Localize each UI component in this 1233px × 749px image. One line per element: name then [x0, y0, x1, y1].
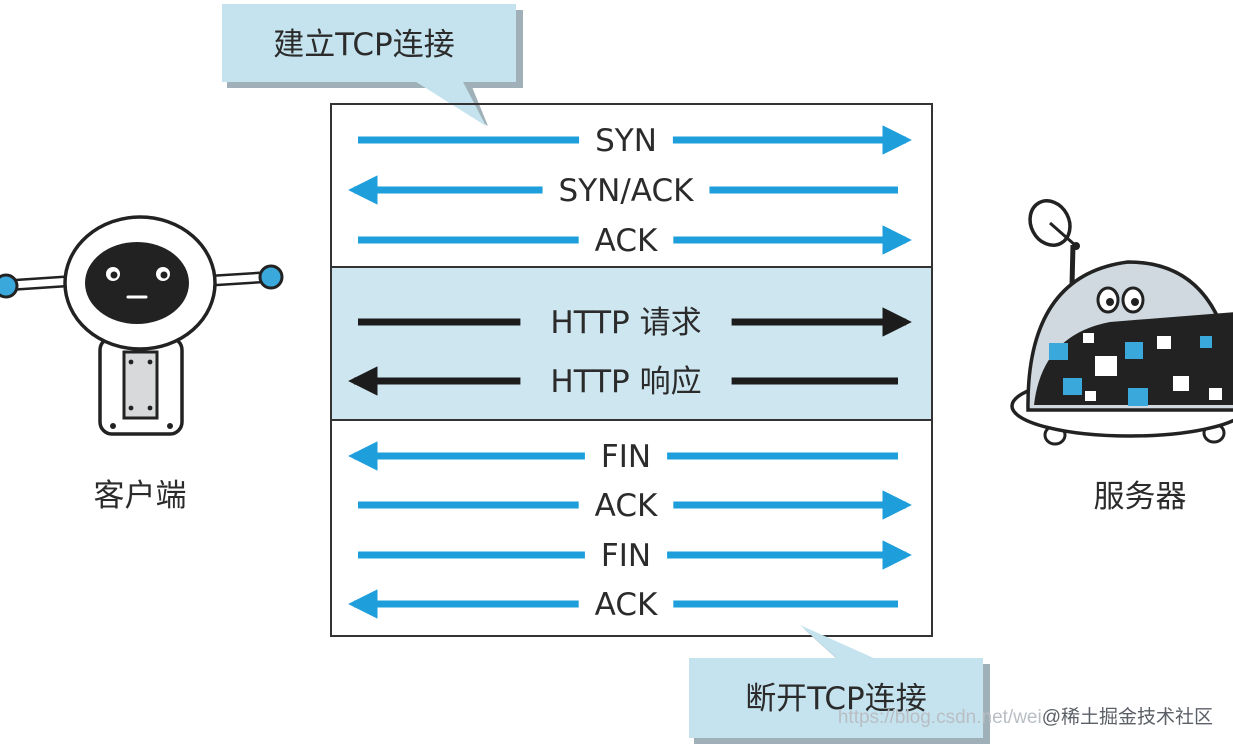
watermark: https://blog.csdn.net/wei@稀土掘金技术社区 [838, 702, 1213, 729]
message-arrows: SYN SYN/ACK ACK HTTP 请求 HTTP 响应 FIN ACK FIN ACK [348, 123, 912, 623]
client-label: 客户端 [94, 478, 187, 514]
server-robot-illustration [1010, 199, 1233, 446]
teardown-message-4: ACK [348, 587, 898, 623]
teardown-callout-text: 断开TCP连接 [745, 681, 926, 717]
teardown-message-label: ACK [595, 587, 658, 623]
teardown-message-label: FIN [601, 439, 651, 475]
handshake-message-label: ACK [595, 223, 658, 259]
teardown-message-label: FIN [601, 538, 651, 574]
teardown-callout: 断开TCP连接 [689, 625, 990, 744]
client-robot-illustration [0, 215, 284, 436]
teardown-message-label: ACK [595, 488, 658, 524]
handshake-message-1: SYN [358, 123, 912, 159]
handshake-message-2: SYN/ACK [348, 173, 898, 209]
http-message-2: HTTP 响应 [348, 364, 898, 400]
teardown-message-3: FIN [358, 538, 912, 574]
watermark-brand: @稀土掘金技术社区 [1041, 707, 1213, 728]
establish-callout-text: 建立TCP连接 [273, 27, 454, 63]
establish-callout: 建立TCP连接 [222, 4, 523, 126]
teardown-message-1: FIN [348, 439, 898, 475]
http-band [331, 267, 932, 420]
server-label: 服务器 [1094, 479, 1187, 515]
handshake-message-label: SYN/ACK [559, 173, 695, 209]
handshake-message-3: ACK [358, 223, 912, 259]
http-message-1: HTTP 请求 [358, 305, 912, 341]
watermark-url: https://blog.csdn.net/wei [837, 707, 1042, 728]
http-message-label: HTTP 响应 [550, 364, 701, 400]
teardown-message-2: ACK [358, 488, 912, 524]
sequence-box [330, 103, 933, 637]
handshake-message-label: SYN [595, 123, 657, 159]
http-message-label: HTTP 请求 [550, 305, 701, 341]
sequence-border [330, 103, 933, 637]
